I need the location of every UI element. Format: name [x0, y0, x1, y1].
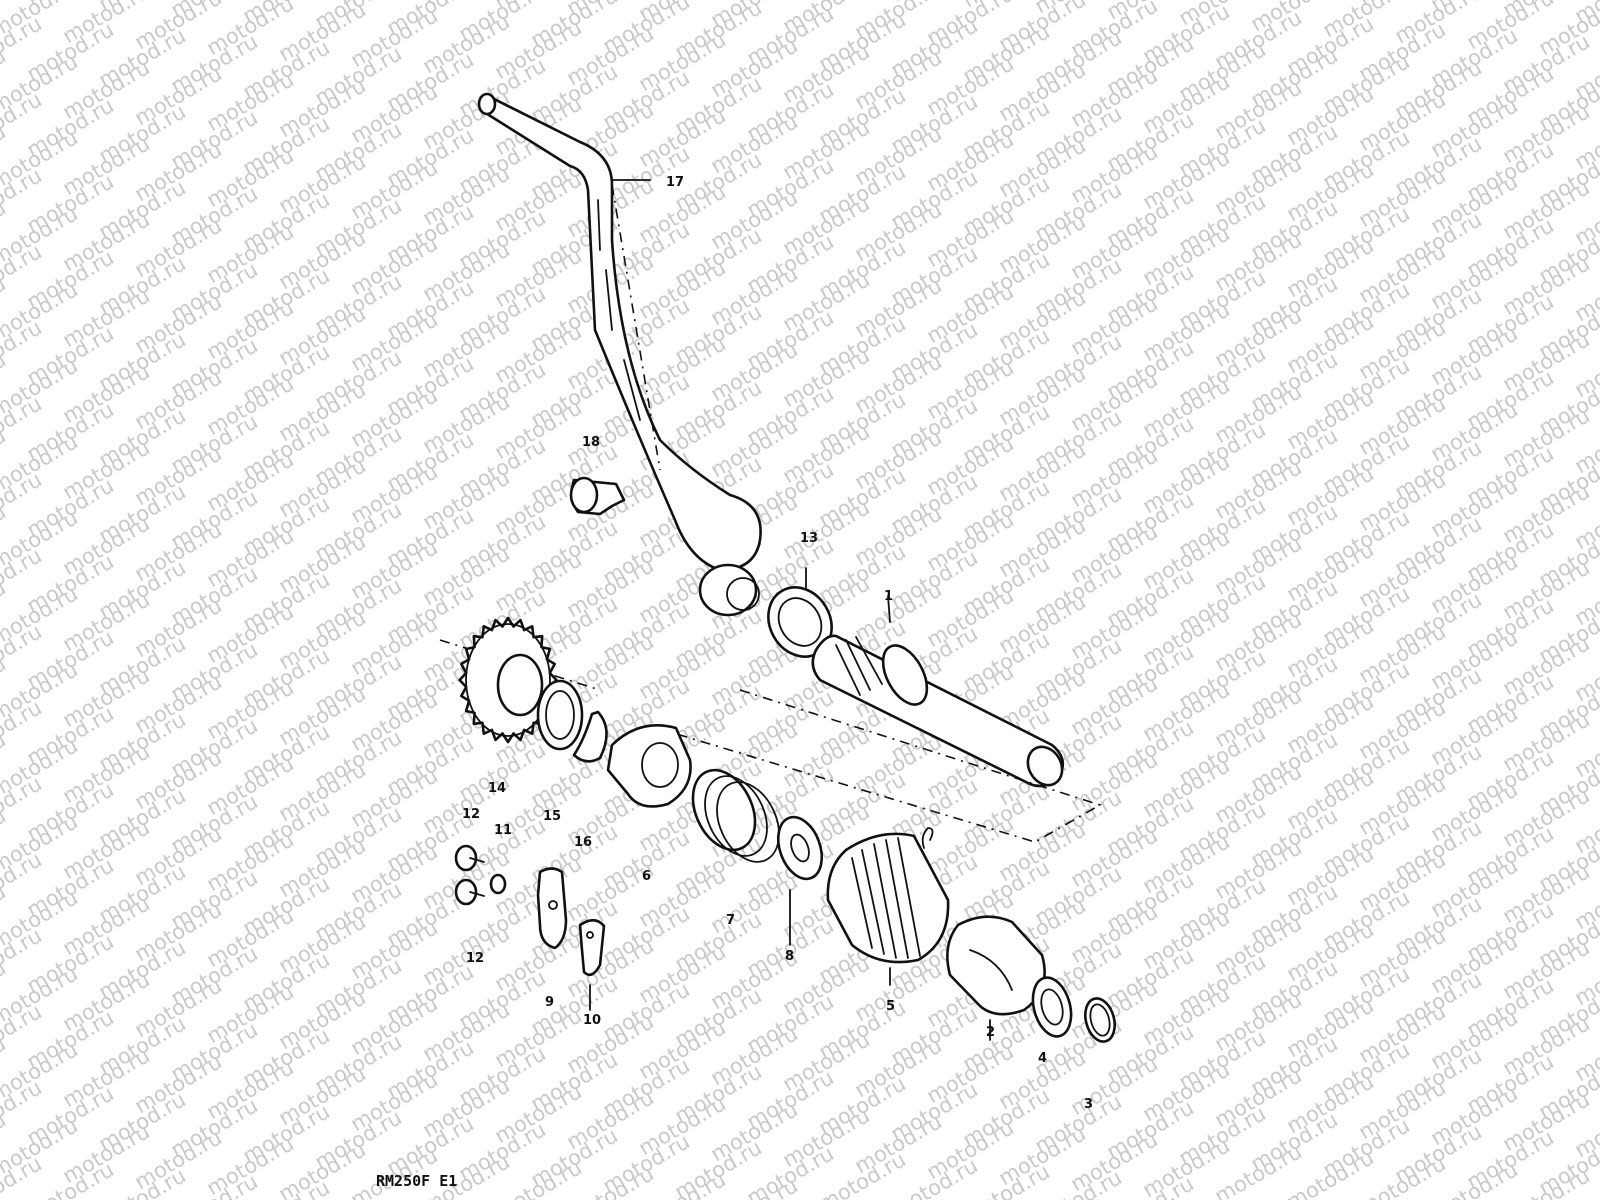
callout-5: 5: [886, 999, 895, 1014]
callout-6: 6: [642, 869, 651, 884]
callout-18: 18: [582, 435, 600, 450]
callout-9: 9: [545, 995, 554, 1010]
callout-2: 2: [986, 1025, 995, 1040]
return-spring: [826, 827, 950, 964]
callout-16: 16: [574, 835, 592, 850]
washer-15: [536, 679, 584, 751]
callout-10: 10: [583, 1013, 601, 1028]
callout-3: 3: [1084, 1097, 1093, 1112]
callout-12-lower: 12: [466, 951, 484, 966]
callout-15: 15: [543, 809, 561, 824]
callout-8: 8: [785, 949, 794, 964]
model-code: RM250F E1: [376, 1172, 457, 1190]
callout-1: 1: [884, 589, 893, 604]
callout-13: 13: [800, 531, 818, 546]
pawl-plate: [536, 867, 568, 950]
callout-12-upper: 12: [462, 807, 480, 822]
callout-17: 17: [666, 175, 684, 190]
washer-11: [489, 873, 507, 895]
callout-4: 4: [1038, 1051, 1047, 1066]
pawl: [578, 918, 606, 977]
callout-7: 7: [726, 913, 735, 928]
callout-11: 11: [494, 823, 512, 838]
callout-14: 14: [488, 781, 506, 796]
